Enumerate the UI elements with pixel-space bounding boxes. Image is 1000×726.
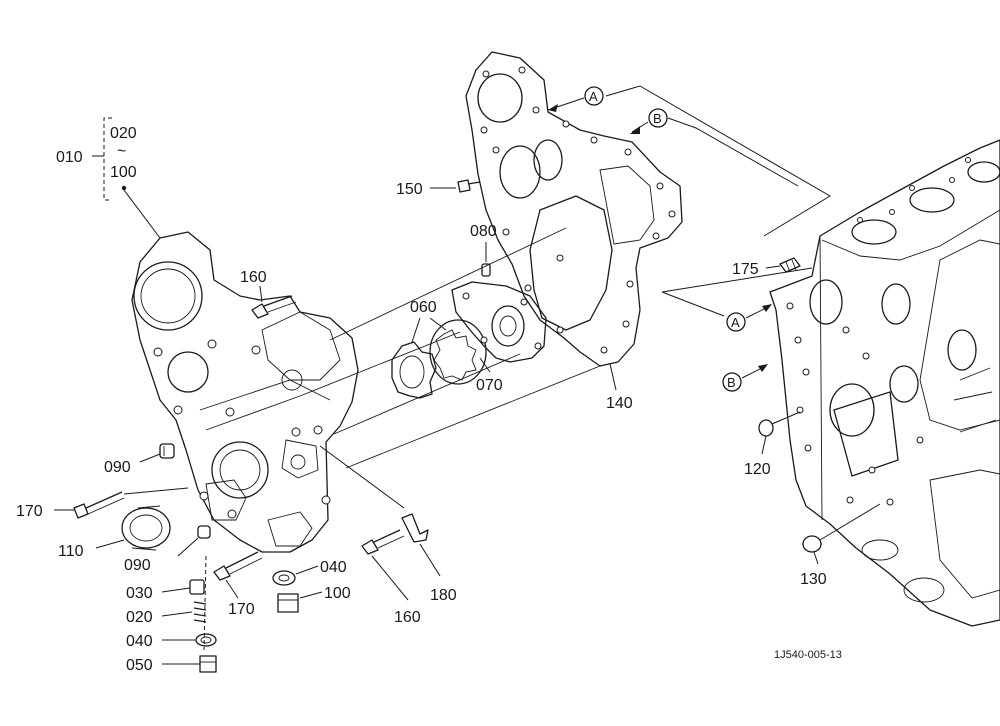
label-175: 175 xyxy=(732,261,759,278)
marker-a-block xyxy=(726,304,772,332)
pin-080 xyxy=(481,263,491,277)
marker-b-top xyxy=(630,108,668,134)
label-160-upper: 160 xyxy=(240,269,267,286)
label-170-lower: 170 xyxy=(228,601,255,618)
marker-b-block-letter: B xyxy=(727,375,736,390)
drawing-code: 1J540-005-13 xyxy=(774,649,842,661)
label-170-left: 170 xyxy=(16,503,43,520)
label-140: 140 xyxy=(606,395,633,412)
label-120: 120 xyxy=(744,461,771,478)
bolt-150 xyxy=(457,179,481,193)
inner-rotor-060 xyxy=(429,319,487,385)
bolt-160-upper xyxy=(251,295,297,319)
label-090-upper: 090 xyxy=(104,459,131,476)
plate-140 xyxy=(465,51,683,367)
group-bracket xyxy=(92,117,161,239)
label-060: 060 xyxy=(410,299,437,316)
outer-rotor-060 xyxy=(391,341,437,399)
label-020: 020 xyxy=(126,609,153,626)
pump-cover-070 xyxy=(451,281,547,363)
label-110: 110 xyxy=(58,543,84,560)
cylinder-block xyxy=(769,139,1000,627)
marker-a-block-letter: A xyxy=(731,315,740,330)
stud-175 xyxy=(779,257,801,273)
group-range-end: 100 xyxy=(110,164,137,181)
group-range-sep: ~ xyxy=(117,143,126,160)
label-040-mid: 040 xyxy=(320,559,347,576)
label-030: 030 xyxy=(126,585,153,602)
plug-100-mid xyxy=(277,593,299,613)
plug-090-lower xyxy=(197,525,211,539)
label-050: 050 xyxy=(126,657,153,674)
label-180: 180 xyxy=(430,587,457,604)
label-160-lower: 160 xyxy=(394,609,421,626)
bolt-170-lower xyxy=(213,551,263,581)
label-130: 130 xyxy=(800,571,827,588)
spring-020 xyxy=(193,601,207,623)
marker-a-top-letter: A xyxy=(589,89,598,104)
group-range-start: 020 xyxy=(110,125,137,142)
marker-b-top-letter: B xyxy=(653,111,662,126)
plug-090-upper xyxy=(159,443,175,459)
oil-seal-110 xyxy=(121,505,171,551)
gear-case xyxy=(131,231,359,553)
valve-030 xyxy=(189,579,205,595)
plug-050 xyxy=(199,655,217,673)
washer-040-mid xyxy=(272,570,296,586)
label-040-lower: 040 xyxy=(126,633,153,650)
label-070: 070 xyxy=(476,377,503,394)
o-ring-130 xyxy=(802,535,822,553)
washer-040 xyxy=(195,633,217,647)
bracket-180 xyxy=(401,513,429,543)
group-label-010: 010 xyxy=(56,149,83,166)
marker-b-block xyxy=(722,364,768,392)
label-150: 150 xyxy=(396,181,423,198)
relief-valve-stack xyxy=(189,555,217,673)
label-100: 100 xyxy=(324,585,351,602)
label-090-lower: 090 xyxy=(124,557,151,574)
bolt-170-left xyxy=(73,491,125,519)
marker-a-top xyxy=(547,86,604,112)
label-080: 080 xyxy=(470,223,497,240)
o-ring-120 xyxy=(758,419,774,437)
bolt-160-lower xyxy=(361,529,405,555)
